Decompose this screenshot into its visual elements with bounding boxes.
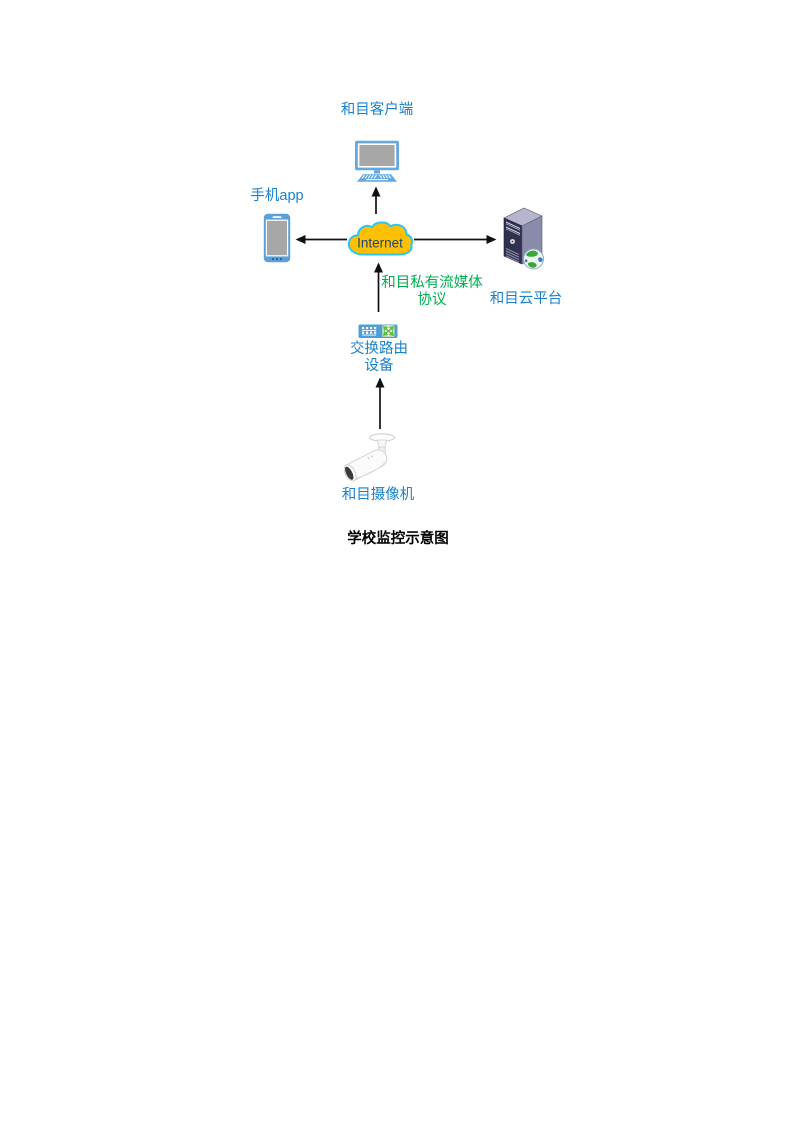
client-label: 和目客户端: [340, 102, 414, 118]
protocol-annotation: 和目私有流媒体 协议: [381, 275, 483, 308]
switch-arrows-glyph: [382, 325, 395, 337]
globe-icon: [523, 248, 544, 270]
security-camera-icon: [343, 433, 395, 482]
protocol-annotation-line2: 协议: [417, 291, 447, 308]
server-tower-globe-icon: [503, 207, 544, 270]
smartphone-icon: [263, 213, 291, 263]
network-switch-icon: [358, 324, 398, 338]
cloud-shape: Internet: [347, 221, 414, 256]
diagram-caption: 学校监控示意图: [347, 531, 449, 547]
switch-label-line2: 设备: [364, 357, 394, 374]
camera-label: 和目摄像机: [341, 487, 415, 503]
internet-label: Internet: [357, 236, 403, 251]
cloud-platform-label: 和目云平台: [489, 291, 563, 307]
switch-label-line1: 交换路由: [350, 341, 408, 357]
desktop-computer-icon: [355, 140, 399, 182]
protocol-annotation-line1: 和目私有流媒体: [381, 275, 483, 291]
switch-label: 交换路由 设备: [350, 341, 408, 374]
phone-app-label: 手机app: [250, 188, 304, 204]
